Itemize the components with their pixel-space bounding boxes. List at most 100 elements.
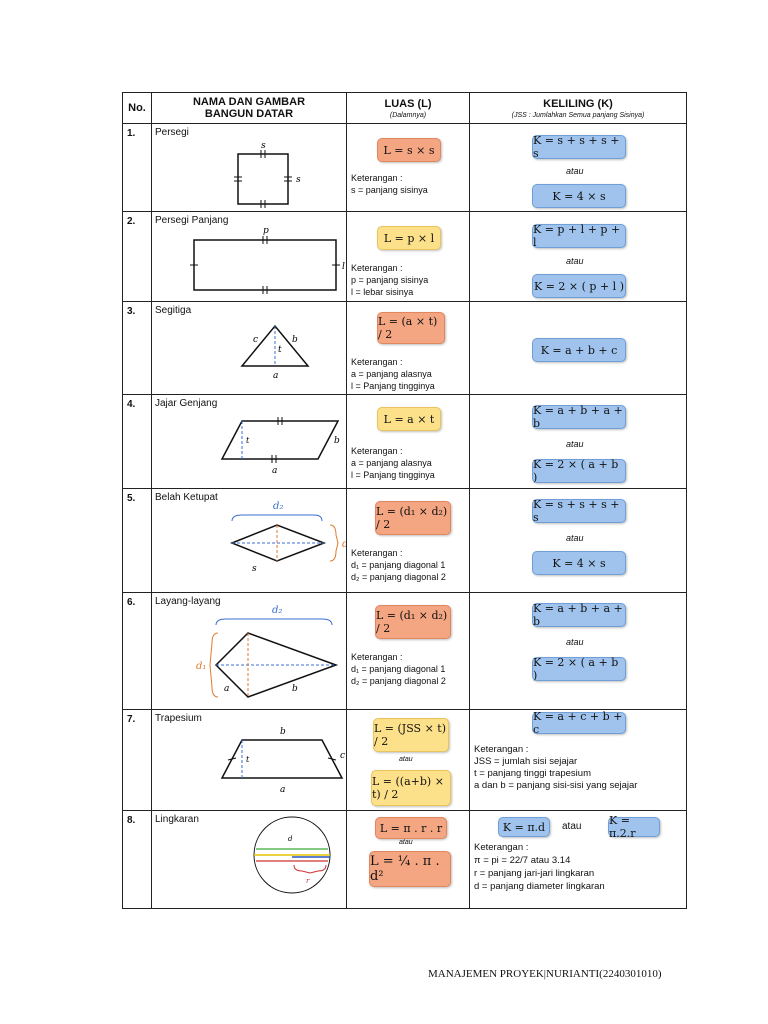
shape-cell: Belah Ketupat d₂ d₁ s — [151, 488, 347, 593]
luas-formula: L = (d₁ × d₂) / 2 — [375, 501, 451, 535]
svg-text:b: b — [292, 684, 298, 694]
svg-text:b: b — [334, 436, 340, 446]
luas-formula: L = p × l — [377, 226, 441, 250]
shape-cell: Persegi Panjang p l — [151, 211, 347, 302]
triangle-figure: c b t a — [240, 324, 310, 381]
shape-cell: Persegi s s — [151, 123, 347, 212]
table-row: 5. Belah Ketupat d₂ d₁ s L = (d₁ × d₂) /… — [122, 488, 687, 593]
keliling-formula-2: K = 4 × s — [532, 184, 626, 208]
atau-label: atau — [566, 533, 584, 543]
svg-text:a: a — [224, 684, 229, 694]
luas-formula-2: L = ¼ . π . d² — [369, 851, 451, 887]
keliling-formula-1: K = a + b + a + b — [532, 602, 626, 628]
keliling-cell: K = a + c + b + c Keterangan :JSS = juml… — [469, 709, 687, 811]
luas-cell: L = π . r . r atau L = ¼ . π . d² — [346, 810, 470, 909]
table-row: 8. Lingkaran d r L = π . r . r atau L = … — [122, 810, 687, 909]
luas-cell: L = s × s Keterangan :s = panjang sisiny… — [346, 123, 470, 212]
shape-name: Lingkaran — [155, 814, 199, 825]
luas-cell: L = a × t Keterangan :a = panjang alasny… — [346, 394, 470, 489]
luas-formula: L = s × s — [377, 138, 441, 162]
shape-cell: Jajar Genjang t b a — [151, 394, 347, 489]
keliling-formula-1: K = p + l + p + l — [532, 223, 626, 249]
keliling-formula-1: K = s + s + s + s — [532, 134, 626, 160]
svg-text:c: c — [340, 751, 345, 761]
luas-cell: L = (d₁ × d₂) / 2 Keterangan :d₁ = panja… — [346, 592, 470, 710]
svg-text:t: t — [246, 755, 250, 764]
svg-text:t: t — [246, 436, 250, 445]
shape-cell: Lingkaran d r — [151, 810, 347, 909]
table-row: 2. Persegi Panjang p l L = p × l Keteran… — [122, 211, 687, 302]
svg-text:d₂: d₂ — [272, 605, 282, 616]
atau-label: atau — [562, 821, 582, 832]
row-number: 7. — [122, 709, 152, 811]
table-row: 7. Trapesium b t c a L = (JSS × t) / 2 a… — [122, 709, 687, 811]
keliling-cell: K = s + s + s + s atau K = 4 × s — [469, 488, 687, 593]
svg-text:a: a — [280, 785, 285, 795]
shape-name: Persegi Panjang — [155, 215, 229, 226]
shape-name: Trapesium — [155, 713, 202, 724]
luas-cell: L = (a × t) / 2 Keterangan :a = panjang … — [346, 301, 470, 395]
atau-label: atau — [566, 256, 584, 266]
shape-cell: Trapesium b t c a — [151, 709, 347, 811]
shape-name: Segitiga — [155, 305, 192, 316]
keliling-cell: K = π.d atau K = π.2.r Keterangan :π = p… — [469, 810, 687, 909]
luas-cell: L = (d₁ × d₂) / 2 Keterangan :d₁ = panja… — [346, 488, 470, 593]
keliling-formula-1: K = s + s + s + s — [532, 498, 626, 524]
row-number: 2. — [122, 211, 152, 302]
table-row: 4. Jajar Genjang t b a L = a × t Keteran… — [122, 394, 687, 489]
luas-cell: L = (JSS × t) / 2 atau L = ((a+b) × t) /… — [346, 709, 470, 811]
svg-text:d₂: d₂ — [273, 501, 283, 512]
svg-text:a: a — [273, 371, 278, 381]
row-number: 1. — [122, 123, 152, 212]
svg-text:s: s — [252, 564, 257, 574]
rectangle-figure: p l — [190, 226, 345, 294]
keliling-cell: K = a + b + c — [469, 301, 687, 395]
keliling-formula-2: K = 2 × ( p + l ) — [532, 274, 626, 298]
shape-name: Layang-layang — [155, 596, 221, 607]
header-keliling: KELILING (K)(JSS : Jumlahkan Semua panja… — [469, 92, 687, 124]
square-figure: s s — [234, 141, 301, 208]
atau-label: atau — [399, 756, 413, 763]
svg-text:c: c — [253, 335, 258, 345]
svg-text:r: r — [306, 877, 310, 885]
keliling-cell: K = s + s + s + s atau K = 4 × s — [469, 123, 687, 212]
row-number: 5. — [122, 488, 152, 593]
keliling-cell: K = a + b + a + b atau K = 2 × ( a + b ) — [469, 592, 687, 710]
row-number: 4. — [122, 394, 152, 489]
circle-figure: d r — [253, 816, 331, 894]
luas-formula: L = (d₁ × d₂) / 2 — [375, 605, 451, 639]
atau-label: atau — [399, 839, 413, 846]
svg-text:b: b — [292, 335, 298, 345]
svg-text:d₁: d₁ — [196, 661, 206, 672]
svg-text:s: s — [261, 141, 266, 151]
shape-cell: Segitiga c b t a — [151, 301, 347, 395]
header-luas: LUAS (L)(Dalamnya) — [346, 92, 470, 124]
keliling-formula-1: K = a + c + b + c — [532, 711, 626, 736]
svg-text:d: d — [288, 835, 293, 843]
svg-text:l: l — [342, 262, 345, 272]
luas-formula: L = a × t — [377, 407, 441, 431]
svg-text:d₁: d₁ — [342, 539, 347, 550]
parallelogram-figure: t b a — [220, 417, 340, 476]
atau-label: atau — [566, 637, 584, 647]
row-number: 3. — [122, 301, 152, 395]
rhombus-figure: d₂ d₁ s — [229, 501, 347, 574]
row-number: 8. — [122, 810, 152, 909]
luas-formula: L = (JSS × t) / 2 — [373, 718, 449, 752]
kite-figure: d₂ d₁ a b — [196, 605, 339, 698]
keliling-formula-2: K = 2 × ( a + b ) — [532, 458, 626, 484]
luas-formula: L = (a × t) / 2 — [377, 312, 445, 344]
keliling-cell: K = a + b + a + b atau K = 2 × ( a + b ) — [469, 394, 687, 489]
keliling-formula-2: K = π.2.r — [608, 814, 660, 840]
atau-label: atau — [566, 439, 584, 449]
table-row: 6. Layang-layang d₂ d₁ a b L = (d₁ × d₂)… — [122, 592, 687, 710]
luas-formula: L = π . r . r — [375, 817, 447, 839]
keliling-cell: K = p + l + p + l atau K = 2 × ( p + l ) — [469, 211, 687, 302]
keliling-formula-2: K = 4 × s — [532, 551, 626, 575]
